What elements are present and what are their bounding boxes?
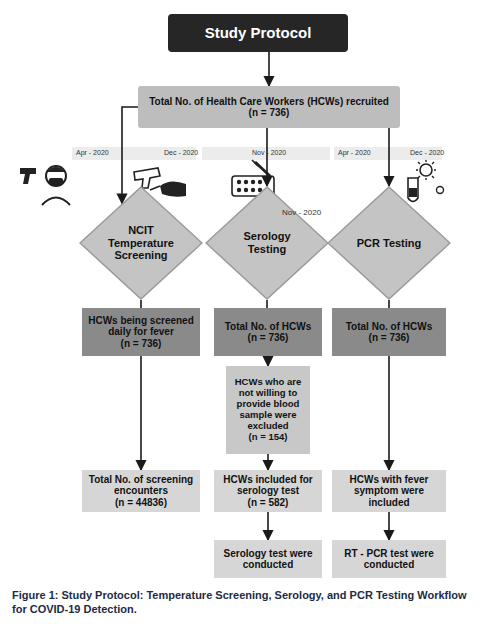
node-content: Study Protocol [168,14,348,52]
node-text: PCR Testing [354,237,424,250]
flow-connector [388,300,390,308]
flow-connector [267,356,269,366]
flow-connector [268,52,270,86]
decision-diamond: Serology Testing [205,186,329,300]
diamond-shape [328,187,450,299]
node-content: Serology test were conducted [214,540,322,578]
process-box: Total No. of Health Care Workers (HCWs) … [138,86,400,128]
flow-connector [388,512,390,540]
node-text: Total No. of Health Care Workers (HCWs) … [149,96,389,108]
result-box: HCWs with fever symptom were included [332,470,446,512]
node-content: Serology Testing [205,186,329,300]
exclusion-box: HCWs who are not willing to provide bloo… [226,366,310,454]
result-box: Total No. of screening encounters(n = 44… [82,470,200,512]
node-content: HCWs who are not willing to provide bloo… [226,366,310,454]
pcr-tube-icon [408,160,444,202]
date-label: Nov - 2020 [282,208,321,217]
result-box: HCWs included for serology test(n = 582) [214,470,322,512]
node-count: (n = 736) [369,332,410,344]
date-label: Dec - 2020 [410,149,444,156]
node-text: Serology Testing [232,230,302,255]
node-content: Total No. of Health Care Workers (HCWs) … [138,86,400,128]
flow-connector [267,512,269,540]
node-content: RT - PCR test were conducted [332,540,446,578]
node-content: NCIT Temperature Screening [79,186,203,300]
diamond-shape [206,187,328,299]
node-text: Total No. of screening encounters [86,474,196,497]
flow-connector [267,454,269,470]
node-content: PCR Testing [327,186,451,300]
flow-connector [266,128,268,186]
date-strip [202,147,330,160]
process-box: Total No. of HCWs(n = 736) [214,308,322,356]
node-content: Total No. of HCWs(n = 736) [332,308,446,356]
node-text: Study Protocol [205,24,312,41]
decision-diamond: NCIT Temperature Screening [79,186,203,300]
node-text: HCWs who are not willing to provide bloo… [230,377,306,432]
date-label: Apr - 2020 [338,149,371,156]
flow-connector [140,356,142,470]
figure-caption: Figure 1: Study Protocol: Temperature Sc… [12,588,478,617]
process-box: Total No. of HCWs(n = 736) [332,308,446,356]
date-label: Nov - 2020 [252,149,286,156]
result-box: Serology test were conducted [214,540,322,578]
node-content: HCWs being screened daily for fever(n = … [82,308,200,356]
node-count: (n = 736) [249,107,290,119]
node-text: RT - PCR test were conducted [336,548,442,571]
diamond-shape [80,187,202,299]
process-box: HCWs being screened daily for fever(n = … [82,308,200,356]
node-text: HCWs being screened daily for fever [86,315,196,338]
node-count: (n = 736) [248,332,289,344]
flow-connector [122,107,138,203]
node-count: (n = 154) [249,432,288,443]
node-content: Total No. of screening encounters(n = 44… [82,470,200,512]
flow-connector [388,128,390,186]
node-content: HCWs with fever symptom were included [332,470,446,512]
decision-diamond: PCR Testing [327,186,451,300]
node-text: Total No. of HCWs [225,321,311,333]
node-count: (n = 736) [121,338,162,350]
node-count: (n = 44836) [115,497,167,509]
date-label: Apr - 2020 [76,149,109,156]
node-text: Serology test were conducted [218,548,318,571]
node-content: HCWs included for serology test(n = 582) [214,470,322,512]
node-text: Total No. of HCWs [346,321,432,333]
flow-connector [140,300,142,308]
node-text: HCWs with fever symptom were included [336,474,442,509]
node-text: NCIT Temperature Screening [102,224,180,262]
result-box: RT - PCR test were conducted [332,540,446,578]
screening-person-icon [20,166,70,205]
node-count: (n = 582) [248,497,289,509]
flow-connector [266,300,268,308]
flow-connector [388,356,390,470]
title-box: Study Protocol [168,14,348,52]
node-text: HCWs included for serology test [218,474,318,497]
node-content: Total No. of HCWs(n = 736) [214,308,322,356]
date-label: Dec - 2020 [164,149,198,156]
